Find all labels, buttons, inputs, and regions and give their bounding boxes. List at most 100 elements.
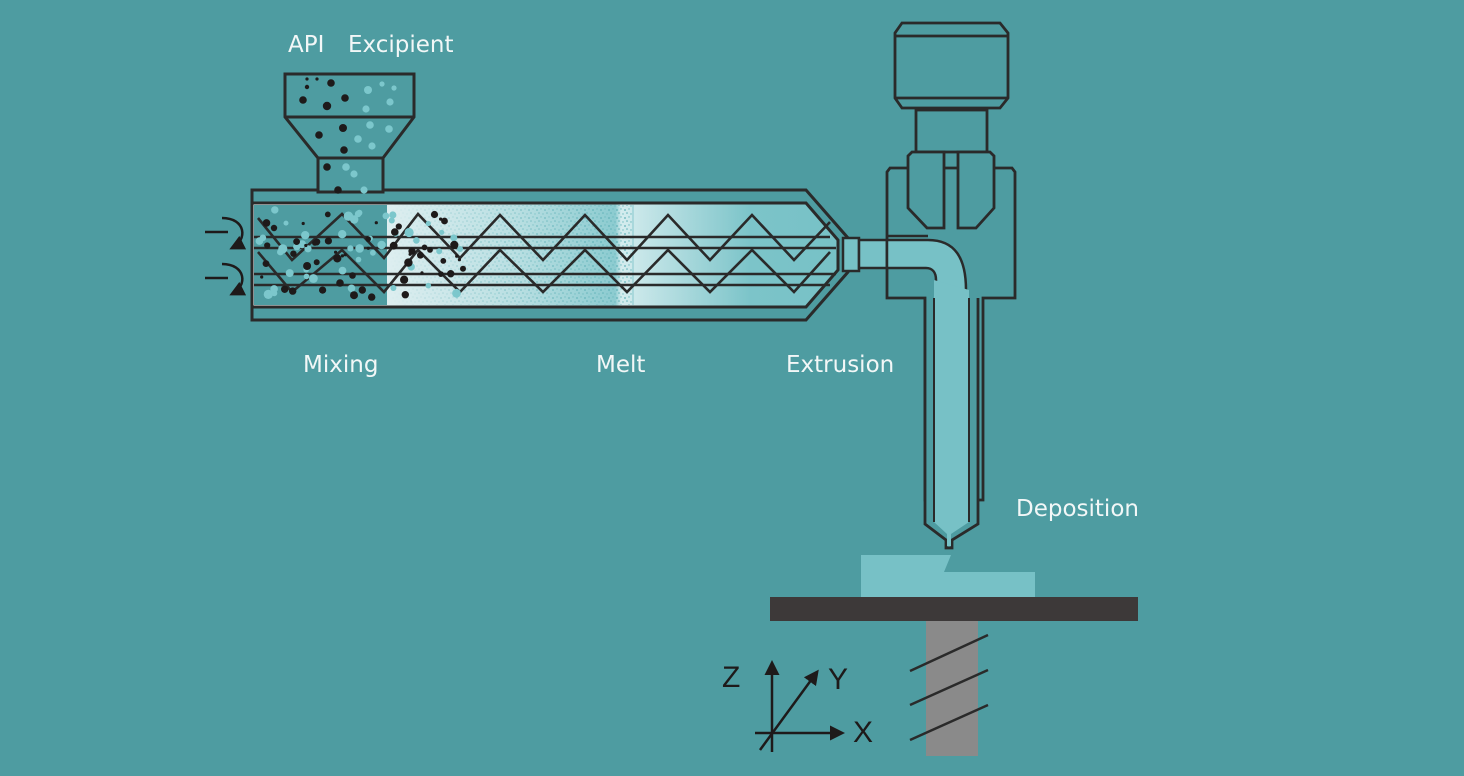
api-particle — [401, 291, 409, 299]
z-axis-label: Z — [722, 661, 741, 694]
api-particle — [450, 240, 459, 249]
excipient-particle — [389, 211, 397, 219]
api-particle — [395, 223, 402, 230]
api-particle — [438, 271, 444, 277]
api-particle — [324, 237, 332, 245]
excipient-particle — [355, 244, 364, 253]
lead-screw — [909, 621, 989, 756]
excipient-particle — [338, 230, 347, 239]
api-particle — [391, 228, 399, 236]
clamp-right — [956, 150, 996, 230]
api-label: API — [288, 32, 325, 58]
api-particle — [313, 239, 320, 246]
api-particle — [349, 272, 356, 279]
excipient-particle — [355, 256, 362, 263]
excipient-particle — [347, 284, 356, 293]
api-particle — [455, 254, 459, 258]
api-particle — [313, 259, 320, 266]
api-particle — [260, 275, 264, 279]
excipient-particle — [450, 234, 458, 242]
motor-shaft-housing — [914, 108, 989, 154]
die-collar — [841, 236, 861, 273]
excipient-particle — [436, 248, 443, 255]
api-particle — [366, 246, 370, 250]
excipient-particle — [301, 231, 310, 240]
screw-flights — [256, 212, 831, 294]
excipient-particle — [271, 206, 279, 214]
api-particle — [417, 251, 424, 259]
rotation-arrow-lower — [205, 262, 247, 296]
api-particle — [324, 211, 331, 218]
excipient-particle — [425, 220, 431, 227]
hopper-body — [283, 72, 416, 194]
excipient-particle — [347, 245, 354, 252]
api-particle — [408, 252, 412, 256]
excipient-particle — [457, 246, 464, 252]
excipient-particle — [439, 229, 445, 235]
api-particle — [440, 258, 447, 264]
rotation-arrows — [205, 216, 247, 296]
excipient-particle — [303, 273, 310, 280]
api-particle — [290, 250, 297, 257]
excipient-particle — [350, 215, 359, 224]
api-particle — [368, 293, 376, 301]
api-particle — [264, 242, 271, 249]
api-particle — [374, 221, 378, 225]
excipient-particle — [425, 282, 432, 289]
api-particle — [303, 262, 312, 270]
excipient-particle — [283, 220, 289, 226]
excipient-particle — [370, 249, 376, 256]
api-particle — [270, 224, 278, 232]
api-particle — [301, 221, 305, 226]
stage-label-extrusion: Extrusion — [786, 352, 895, 378]
excipient-particle — [404, 227, 414, 238]
api-particle — [400, 275, 409, 284]
excipient-label: Excipient — [348, 32, 454, 58]
lead-screw-shaft — [926, 621, 978, 756]
x-axis-label: X — [853, 716, 874, 749]
excipient-particle — [263, 289, 273, 299]
axis-gizmo — [755, 660, 845, 752]
api-particle — [350, 291, 358, 300]
printed-part — [861, 555, 1035, 597]
api-particle — [336, 279, 344, 287]
api-particle — [333, 254, 342, 263]
excipient-particle — [285, 269, 294, 278]
api-particle — [289, 287, 297, 295]
stage-label-mixing: Mixing — [303, 352, 379, 378]
api-particle — [358, 286, 366, 294]
excipient-particle — [388, 217, 395, 224]
print-head — [885, 21, 1017, 550]
excipient-particle — [338, 266, 347, 275]
clamp-left — [906, 150, 946, 230]
nozzle-melt — [934, 280, 969, 546]
excipient-particle — [390, 285, 397, 291]
api-particle — [304, 243, 308, 248]
excipient-particle — [298, 240, 307, 249]
build-plate — [770, 597, 1138, 621]
excipient-particle — [382, 212, 390, 220]
api-particle — [404, 258, 413, 267]
excipient-particle — [413, 237, 420, 244]
motor-body — [893, 21, 1010, 110]
api-particle — [262, 260, 270, 267]
api-particle — [457, 258, 461, 262]
hopper — [283, 72, 416, 194]
api-particle — [343, 253, 347, 257]
api-particle — [427, 247, 433, 253]
api-particle — [447, 270, 455, 278]
api-particles-hopper — [299, 77, 349, 194]
api-particle — [281, 285, 289, 293]
stage-label-deposition: Deposition — [1016, 496, 1139, 522]
api-particles-barrel — [260, 210, 466, 301]
api-particle — [420, 271, 424, 275]
excipient-particle — [309, 274, 318, 283]
api-particle — [365, 236, 372, 242]
api-particle — [441, 217, 448, 225]
y-axis-arrow — [758, 669, 819, 751]
excipient-particles-hopper — [342, 81, 397, 194]
excipient-particle — [255, 237, 264, 245]
rotation-arrow-upper — [205, 216, 247, 250]
excipient-particle — [277, 248, 284, 256]
